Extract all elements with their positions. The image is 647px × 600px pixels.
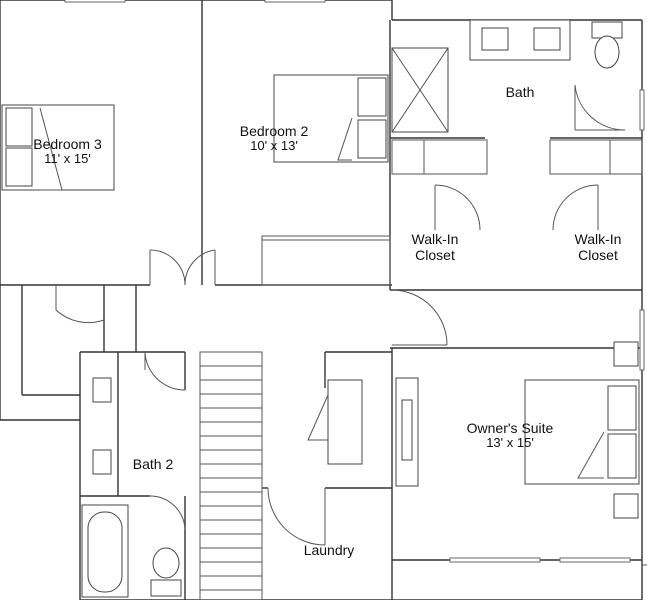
- laundry-appliances: [307, 379, 363, 465]
- label-bath2: Bath 2: [120, 456, 186, 472]
- room-name-bedroom3: Bedroom 3: [33, 136, 102, 152]
- bed-owners-suite: [524, 341, 640, 519]
- label-bedroom2: Bedroom 2 10' x 13': [214, 123, 334, 154]
- room-name-walkin-left-1: Walk-In: [411, 231, 459, 247]
- room-dims-bedroom2: 10' x 13': [250, 138, 298, 154]
- bed-bedroom2: [273, 74, 389, 163]
- room-name-bath: Bath: [505, 84, 535, 100]
- bed-bedroom3: [1, 104, 115, 191]
- closet-shelves: [391, 139, 643, 175]
- owners-bath-fixtures: [391, 19, 623, 133]
- closet-bedroom2: [261, 235, 391, 286]
- room-name-bedroom2: Bedroom 2: [239, 123, 309, 139]
- room-name-walkin-right-1: Walk-In: [574, 231, 622, 247]
- label-owners-suite: Owner's Suite 13' x 15': [455, 420, 565, 451]
- room-dims-owners-suite: 13' x 15': [486, 435, 534, 451]
- bath2-fixtures: [81, 377, 182, 598]
- room-name-walkin-right-2: Closet: [578, 247, 618, 264]
- staircase: [199, 351, 263, 600]
- label-walkin-right: Walk-In Closet: [558, 231, 638, 263]
- room-name-laundry: Laundry: [303, 542, 355, 558]
- room-name-walkin-left-2: Closet: [415, 247, 455, 264]
- room-name-owners-suite: Owner's Suite: [466, 420, 554, 436]
- label-walkin-left: Walk-In Closet: [395, 231, 475, 263]
- room-name-bath2: Bath 2: [132, 456, 174, 472]
- label-bedroom3: Bedroom 3 11' x 15': [10, 136, 125, 167]
- label-laundry: Laundry: [290, 542, 368, 558]
- door-swings: [55, 84, 626, 546]
- owners-suite-dresser: [395, 377, 419, 487]
- windows: [64, 0, 645, 563]
- label-bath: Bath: [490, 84, 550, 100]
- room-dims-bedroom3: 11' x 15': [44, 151, 91, 167]
